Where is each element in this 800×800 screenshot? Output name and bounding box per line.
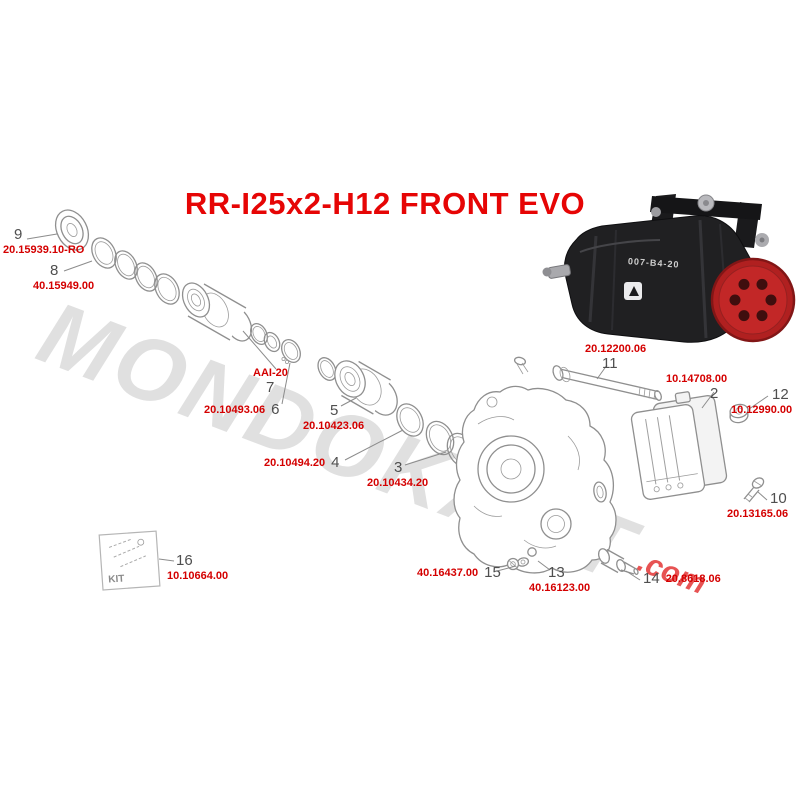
part-code: 40.16437.00 — [417, 567, 479, 579]
part-code: 40.15949.00 — [33, 280, 95, 292]
part-callout-12: 12 10.12990.00 — [731, 387, 792, 417]
part-number: 6 — [271, 401, 280, 418]
part-number: 10 — [770, 490, 787, 507]
part-number: 16 — [176, 552, 193, 569]
part-number: 13 — [548, 564, 565, 581]
diagram-title: RR-I25x2-H12 FRONT EVO — [184, 186, 586, 221]
part-callout-3: 3 20.10434.20 — [367, 460, 428, 490]
bleed-fitting-tip — [542, 267, 552, 277]
disc-hole — [729, 294, 741, 306]
part-10-screw-drawing — [743, 477, 765, 503]
part-code: 20.8618.06 — [665, 573, 721, 585]
part-code: 10.12990.00 — [731, 404, 793, 416]
part-callout-5: 5 20.10423.06 — [303, 403, 364, 433]
body-highlight — [579, 239, 661, 253]
disc-hole — [738, 310, 750, 322]
part-5-piston-drawing — [334, 360, 398, 416]
body-rib — [588, 235, 598, 323]
caliper-body-drawing — [453, 356, 617, 574]
kit-box-label: KIT — [108, 573, 125, 585]
part-callout-8: 8 40.15949.00 — [33, 263, 94, 293]
part-12-nut-drawing — [729, 403, 749, 424]
silver-bolt-center — [759, 237, 765, 243]
part-number: 12 — [772, 386, 789, 403]
part-number: 14 — [643, 570, 660, 587]
body-rib — [698, 219, 708, 339]
small-oring-drawing — [317, 357, 337, 381]
exploded-parts-drawing: KIT — [26, 209, 769, 591]
disc-hole — [738, 278, 750, 290]
part-number: 8 — [50, 262, 59, 279]
part-number: 4 — [331, 454, 340, 471]
part-code: 20.10493.06 — [204, 404, 266, 416]
part-code: AAI-20 — [253, 367, 288, 379]
part-2-brake-pad-drawing — [630, 391, 728, 500]
part-callout-13: 13 40.16123.00 — [529, 565, 590, 595]
small-rings-drawing — [250, 322, 281, 353]
part-callout-14: 14 20.8618.06 — [643, 571, 721, 587]
part-number: 15 — [484, 564, 501, 581]
body-rib — [611, 229, 617, 331]
part-code: 10.10664.00 — [167, 570, 229, 582]
part-code: 20.12200.06 — [585, 343, 647, 355]
part-number: 5 — [330, 402, 339, 419]
part-code: 20.13165.06 — [727, 508, 789, 520]
part-callout-16: 16 10.10664.00 — [167, 553, 228, 583]
part-number: 7 — [266, 379, 275, 396]
part-number: 2 — [710, 385, 719, 402]
part-8-oring-drawing — [91, 237, 117, 269]
disc-hole — [765, 294, 777, 306]
silver-adjuster-center — [703, 200, 709, 206]
part-number: 9 — [14, 226, 23, 243]
part-code: 20.15939.10-RO — [3, 244, 85, 256]
part-6-circlip-drawing — [281, 338, 301, 364]
part-callout-2: 10.14708.00 2 — [666, 372, 727, 402]
part-callout-9: 9 20.15939.10-RO — [3, 227, 84, 257]
part-code: 20.10494.20 — [264, 457, 326, 469]
part-callout-10: 10 20.13165.06 — [727, 491, 788, 521]
red-disc-face — [718, 265, 788, 335]
part-4-seal-drawing — [396, 403, 424, 437]
part-number: 11 — [602, 355, 618, 372]
brand-logo-icon — [629, 286, 639, 296]
part-code: 10.14708.00 — [666, 373, 728, 385]
disc-hole — [756, 310, 768, 322]
part-9-cap-drawing — [54, 209, 90, 251]
part-7-piston-drawing — [181, 282, 253, 342]
disc-hole — [756, 278, 768, 290]
part-11-bolt-drawing — [552, 365, 662, 401]
part-14-bleed-screw-drawing — [597, 548, 639, 576]
part-code: 20.10423.06 — [303, 420, 365, 432]
leader-lines — [26, 233, 769, 581]
part-callout-7: AAI-20 7 — [253, 366, 288, 396]
part-code: 20.10434.20 — [367, 477, 429, 489]
part-number: 3 — [394, 459, 403, 476]
part-callout-4: 20.10494.20 4 — [264, 455, 340, 471]
seal-rings-drawing — [114, 250, 180, 305]
part-callout-15: 40.16437.00 15 — [417, 565, 501, 581]
part-code: 40.16123.00 — [529, 582, 591, 594]
photo-model-label: 007-B4-20 — [628, 256, 680, 270]
part-16-kit-box-drawing: KIT — [98, 530, 161, 591]
caliper-photo: 007-B4-20 — [542, 194, 796, 343]
silver-pin — [651, 207, 661, 217]
part-callout-11: 20.12200.06 11 — [585, 342, 646, 372]
part-callout-6: 20.10493.06 6 — [204, 402, 280, 418]
